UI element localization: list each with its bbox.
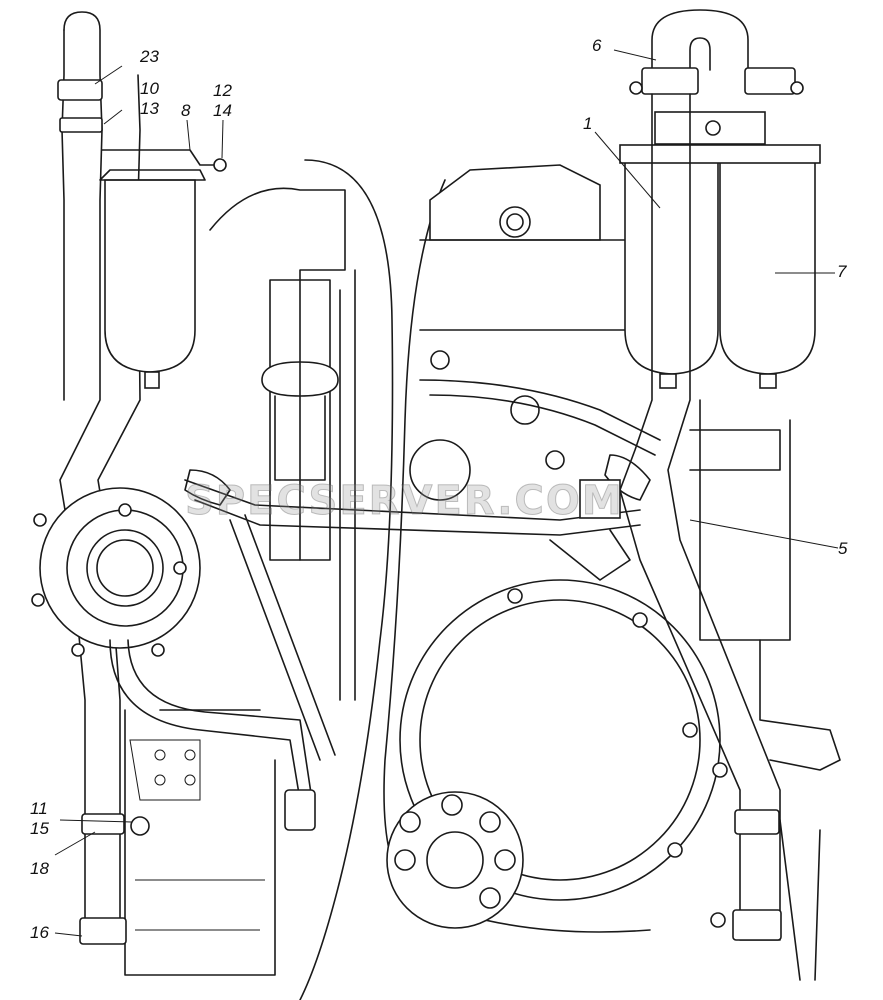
callout-7: 7 [837, 262, 847, 281]
callout-13: 13 [140, 99, 159, 118]
mid-bolt-c [430, 350, 450, 370]
right-edge-lines [779, 819, 821, 981]
filter-drain-1 [659, 373, 677, 389]
callout-23: 23 [140, 47, 159, 66]
right-bracket [699, 399, 791, 641]
flywheel-housing-bolts [507, 588, 728, 928]
bracket-8 [101, 149, 226, 166]
clamp-bracket-right [689, 429, 781, 471]
callout-16: 16 [30, 923, 49, 942]
upper-manifold [209, 187, 346, 561]
mid-lines [419, 379, 661, 456]
fuel-filter-1 [624, 159, 719, 375]
timing-cover-top [419, 239, 641, 331]
flywheel-housing [399, 579, 721, 901]
callout-14: 14 [213, 101, 232, 120]
return-pipe [109, 639, 313, 801]
filter-drain-7 [759, 373, 777, 389]
cutaway-left-edge [299, 159, 394, 1000]
idler-gear [409, 439, 471, 501]
callout-6: 6 [592, 36, 602, 55]
bolt-15 [130, 816, 150, 836]
callout-11: 11 [30, 799, 48, 818]
pipe-fitting-bottom [284, 789, 316, 831]
leader-lines [54, 49, 839, 937]
clamp-6-right [744, 67, 796, 95]
hose-connector-left [184, 469, 231, 506]
filter-head-right [619, 144, 821, 164]
fuel-hose-left [59, 11, 141, 936]
callout-12: 12 [213, 81, 232, 100]
u-hose-6 [651, 9, 749, 71]
clamp-6-left [641, 67, 699, 95]
fuel-line-lower [194, 499, 641, 536]
clamp-right-mid [734, 809, 780, 835]
fitting-5 [579, 479, 621, 519]
filter-drain-left [144, 371, 160, 389]
crank-hub [426, 831, 484, 889]
bolt-14 [213, 158, 227, 172]
clamp-16 [79, 917, 127, 945]
right-lower-fitting [759, 639, 841, 771]
diagonal-line-left [229, 514, 336, 761]
mid-bolt-b [545, 450, 565, 470]
block-bolts-left [154, 749, 196, 786]
pump-bore [86, 529, 164, 607]
callout-5: 5 [838, 539, 848, 558]
callout-18: 18 [30, 859, 49, 878]
bracket-nut [705, 120, 721, 136]
dipstick-tubes [339, 269, 356, 701]
clamp-13 [59, 117, 103, 133]
pump-bolts [31, 503, 187, 657]
filter-cap-left [99, 169, 206, 181]
head-nut [499, 206, 531, 238]
central-column [269, 279, 331, 561]
callout-1: 1 [583, 114, 593, 133]
sensor-fitting [549, 529, 631, 581]
mid-bolt-a [510, 395, 540, 425]
clamp-18 [81, 813, 125, 835]
clamp-23 [57, 79, 103, 101]
fuel-filter-left [104, 179, 196, 373]
watermark: SPECSERVER.COM [185, 478, 624, 525]
callout-8: 8 [181, 101, 191, 120]
block-ribs-left [129, 739, 265, 931]
clamp-right-bottom [732, 909, 782, 941]
crank-bolts [394, 794, 516, 909]
filter-bracket [654, 111, 766, 145]
fuel-filter-7 [719, 159, 816, 375]
engine-block-left [124, 709, 276, 976]
callout-10: 10 [140, 79, 159, 98]
callout-15: 15 [30, 819, 49, 838]
